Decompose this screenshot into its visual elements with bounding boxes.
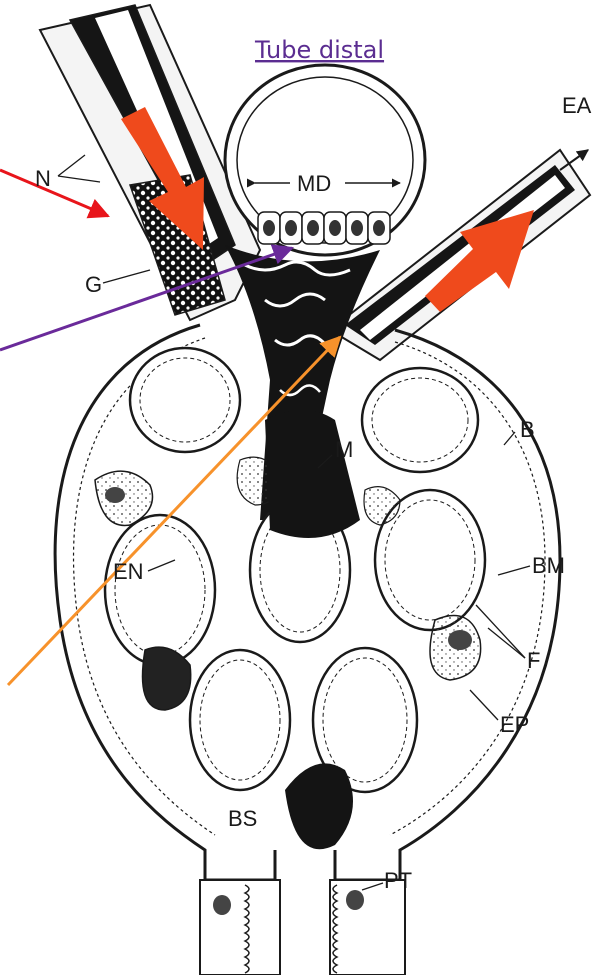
label-en: EN bbox=[113, 559, 144, 584]
diagram-title: Tube distal bbox=[254, 36, 384, 64]
label-md: MD bbox=[297, 171, 331, 196]
macula-densa-cells bbox=[258, 212, 390, 244]
label-m: M bbox=[335, 437, 353, 462]
label-pt: PT bbox=[384, 868, 412, 893]
label-bm: BM bbox=[532, 553, 565, 578]
label-ea: EA bbox=[562, 93, 592, 118]
distal-tubule bbox=[225, 65, 425, 255]
label-f: F bbox=[527, 648, 540, 673]
label-g: G bbox=[85, 272, 102, 297]
label-ep: EP bbox=[500, 712, 529, 737]
label-n: N bbox=[35, 166, 51, 191]
label-bs: BS bbox=[228, 806, 257, 831]
label-b: B bbox=[520, 417, 535, 442]
